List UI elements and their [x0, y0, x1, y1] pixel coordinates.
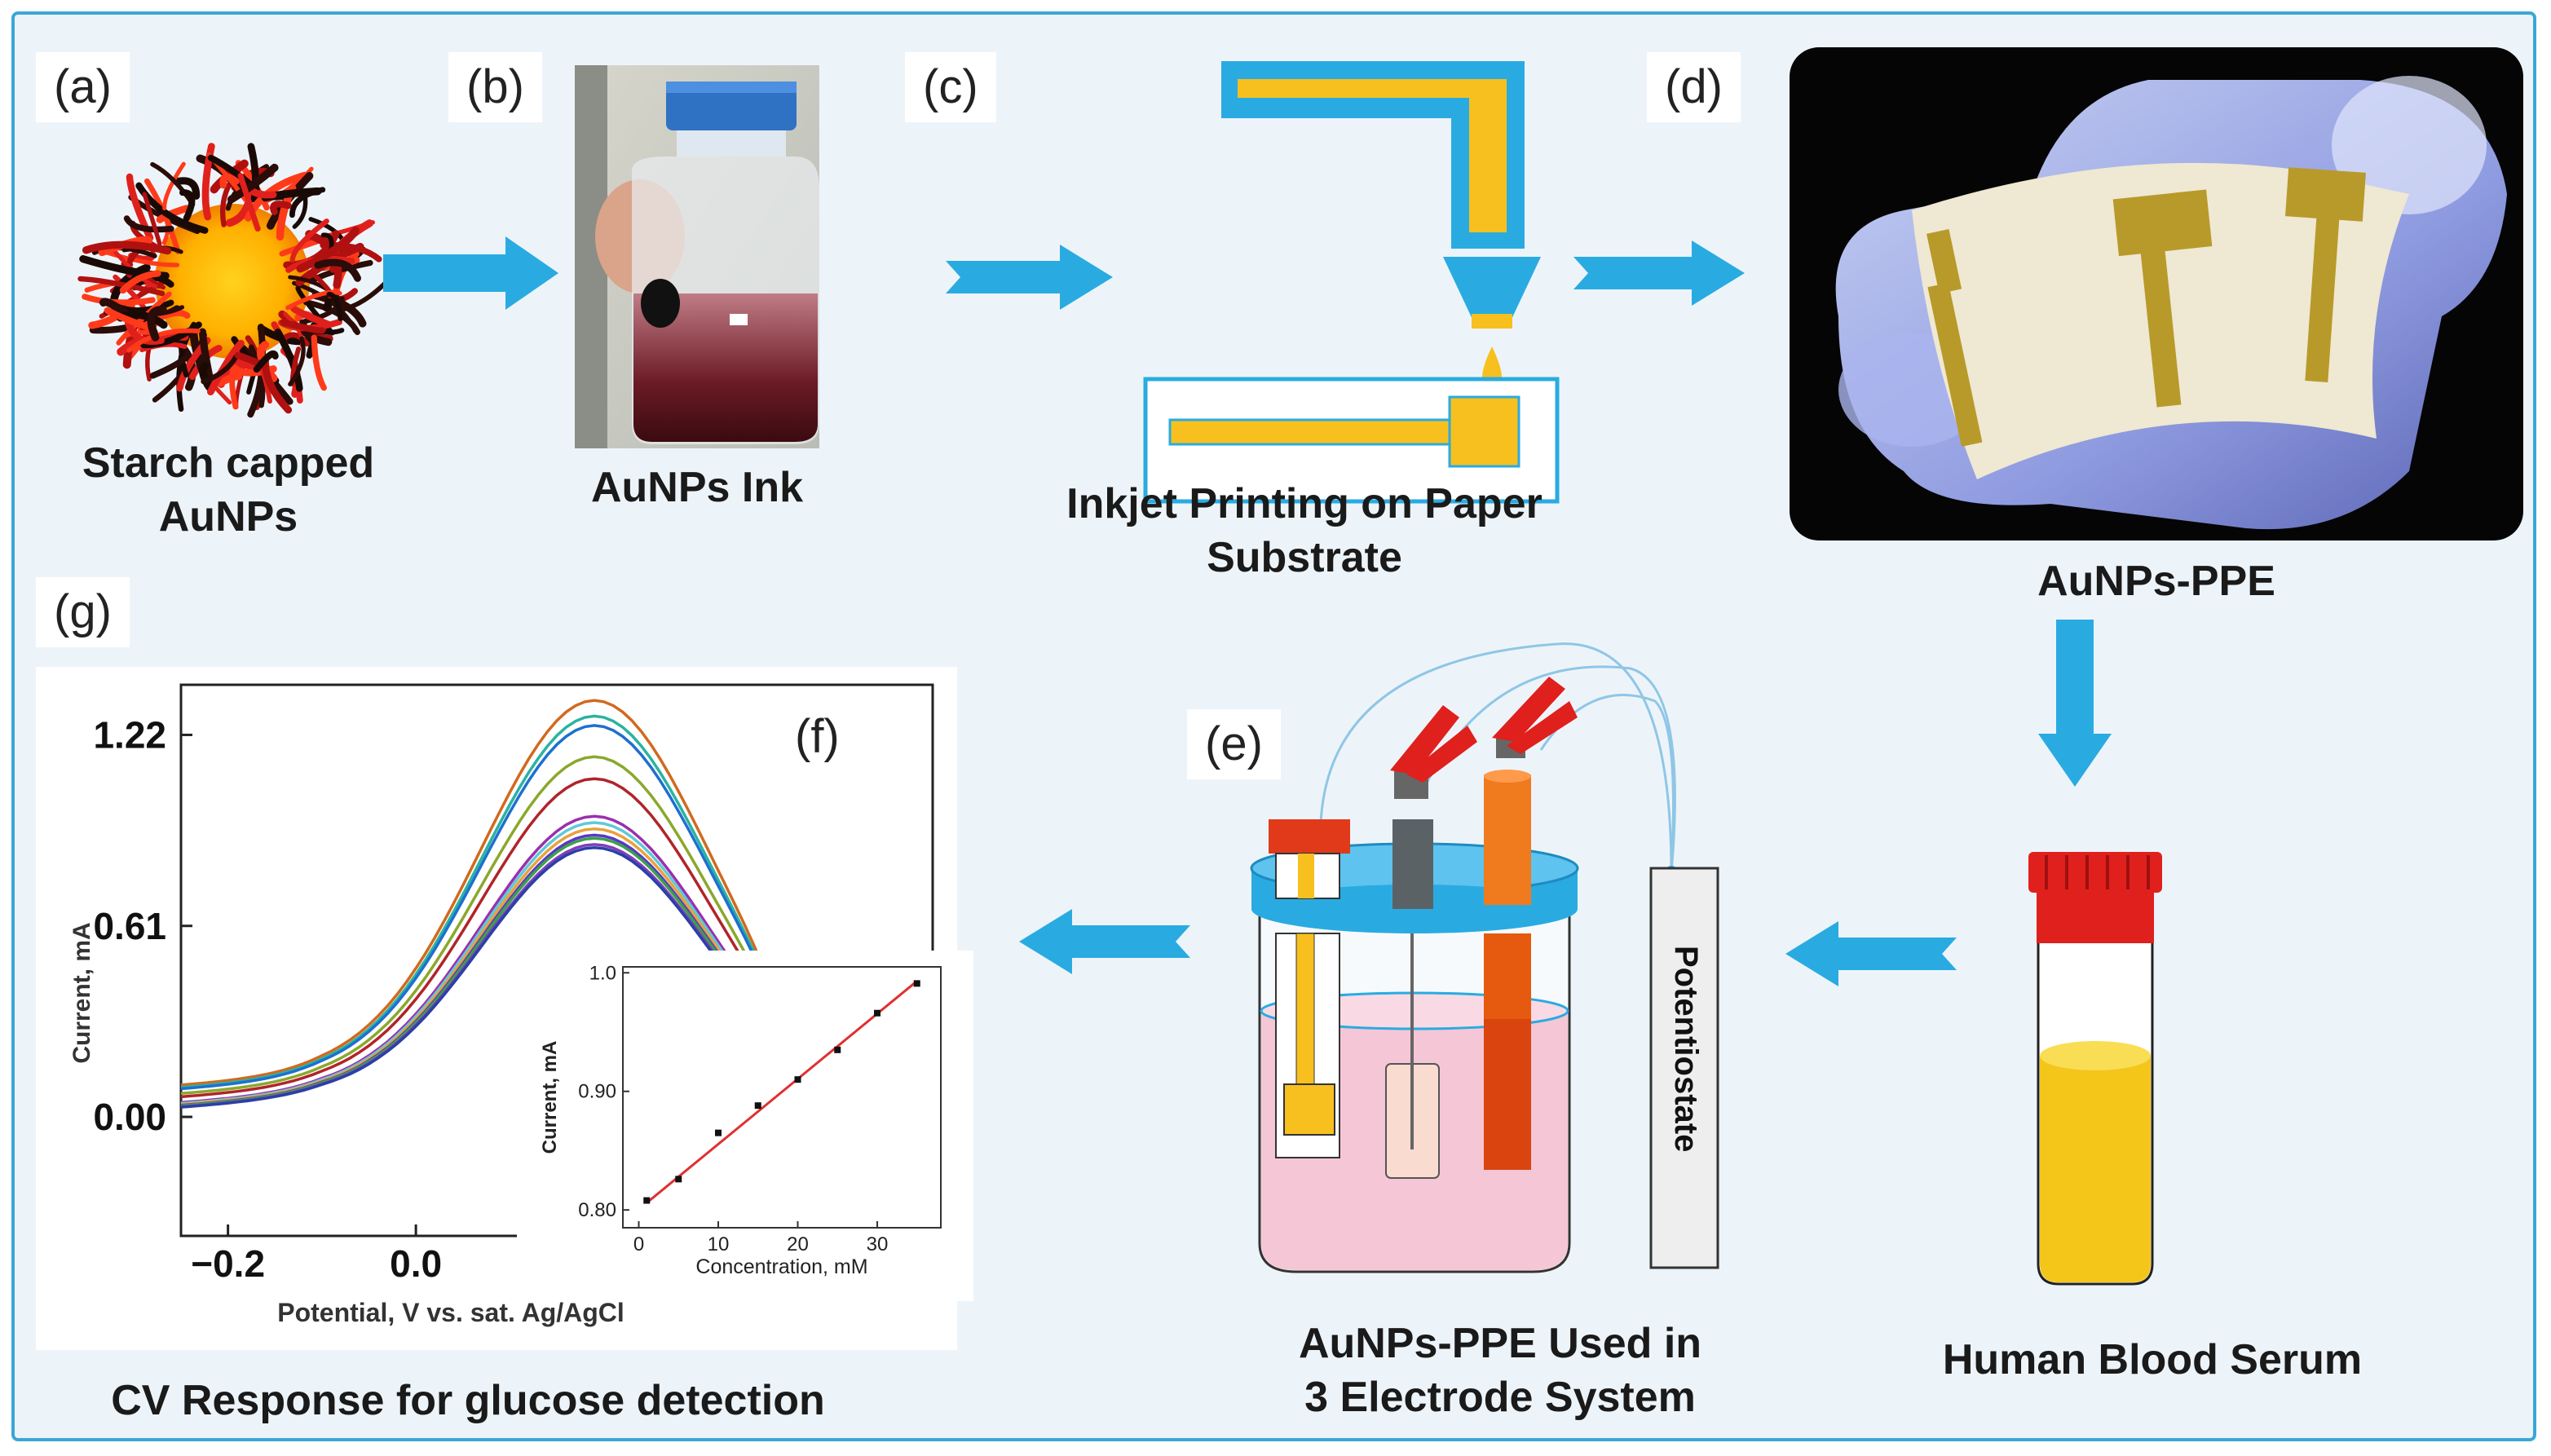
caption-aunps-ink: AuNPs Ink [590, 464, 804, 511]
panel-label-g: (g) [36, 577, 130, 647]
inset-y-tick-label: 0.90 [578, 1081, 616, 1103]
inset-plot-area [622, 966, 942, 1229]
inset-x-axis-label: Concentration, mM [695, 1255, 867, 1278]
starch-strand [198, 362, 214, 391]
starch-strand [262, 356, 293, 414]
panel-label-f: (f) [795, 710, 840, 763]
caption-inkjet-printing: Inkjet Printing on Paper Substrate [1003, 477, 1606, 585]
cv-y-tick-label: 0.00 [93, 1096, 166, 1138]
starch-strand [280, 319, 326, 334]
inset-y-tick-label: 1.0 [589, 962, 616, 984]
starch-strand [149, 351, 192, 379]
starch-strand [113, 274, 147, 310]
arrow-b-to-c [946, 245, 1113, 310]
starch-strand [206, 339, 245, 396]
panel-label-a: (a) [36, 52, 130, 122]
starch-strand [219, 173, 240, 189]
starch-strand [77, 276, 166, 297]
starch-strand [174, 177, 201, 200]
caption-three-electrode: AuNPs-PPE Used in 3 Electrode System [1215, 1317, 1785, 1424]
starch-strand [201, 354, 239, 385]
serum-vial [2028, 852, 2162, 1286]
inset-data-point [874, 1009, 880, 1017]
starch-strand [253, 350, 279, 373]
caption-a-line1: Starch capped [82, 439, 375, 487]
arrow-c-to-d [1573, 240, 1745, 306]
inset-y-tick-label: 0.80 [578, 1199, 616, 1221]
nanoparticle-illustration [77, 143, 388, 418]
starch-strand [285, 289, 342, 311]
caption-e-line1: AuNPs-PPE Used in [1298, 1320, 1702, 1367]
starch-strand [329, 263, 342, 289]
starch-strand [179, 189, 196, 222]
inset-data-point [913, 980, 920, 987]
starch-strand [311, 334, 327, 391]
inset-x-tick-label: 10 [708, 1233, 730, 1255]
caption-e-line2: 3 Electrode System [1304, 1374, 1696, 1421]
inset-data-point [754, 1102, 761, 1110]
arrow-serum-to-e [1785, 921, 1957, 986]
panel-label-b: (b) [448, 52, 542, 122]
starch-strand [147, 306, 167, 342]
panel-label-e: (e) [1187, 709, 1281, 779]
starch-strand [248, 344, 266, 408]
starch-strand [119, 270, 161, 294]
starch-strand [292, 280, 358, 333]
starch-strand [82, 293, 156, 306]
starch-strand [82, 240, 172, 255]
starch-strand [237, 173, 261, 232]
starch-strand [123, 215, 174, 233]
starch-strand [296, 226, 360, 273]
panel-label-c: (c) [905, 52, 996, 122]
cv-chart: 0.000.611.22−0.20.00.20.4Potential, V vs… [68, 683, 973, 1327]
inset-x-tick-label: 30 [867, 1233, 889, 1255]
starch-strand [326, 291, 343, 322]
caption-c-line1: Inkjet Printing on Paper [1066, 480, 1543, 527]
starch-strand [126, 328, 201, 353]
starch-strand [227, 163, 279, 204]
cv-x-axis-label: Potential, V vs. sat. Ag/AgCl [277, 1298, 625, 1327]
caption-human-blood-serum: Human Blood Serum [1942, 1336, 2363, 1383]
starch-strand [140, 321, 202, 349]
starch-strand [314, 258, 361, 282]
inset-data-point [794, 1076, 801, 1083]
caption-a-line2: AuNPs [158, 493, 298, 540]
inset-data-point [834, 1046, 841, 1053]
starch-strand [270, 201, 292, 215]
caption-cv-response: CV Response for glucose detection [111, 1377, 825, 1424]
aunps-ppe-photo [1790, 47, 2523, 540]
starch-strand [104, 307, 155, 332]
cv-y-tick-label: 1.22 [93, 713, 166, 756]
starch-strand [289, 304, 332, 329]
arrow-e-to-f [1019, 909, 1190, 974]
starch-strand [289, 218, 329, 263]
cv-x-tick-label: 0.0 [390, 1242, 442, 1285]
panel-label-d: (d) [1647, 52, 1741, 122]
starch-strand [288, 336, 306, 386]
caption-starch-capped: Starch capped AuNPs [33, 436, 424, 544]
inset-x-tick-label: 20 [787, 1233, 809, 1255]
cv-y-axis-label: Current, mA [68, 922, 95, 1063]
inset-data-point [643, 1197, 651, 1204]
starch-strand [142, 192, 162, 246]
starch-strand [162, 161, 186, 211]
inset-x-tick-label: 0 [633, 1233, 644, 1255]
inset-data-point [675, 1176, 682, 1183]
inset-fit-line [646, 980, 918, 1204]
arrow-a-to-b [383, 236, 558, 310]
cv-x-tick-label: −0.2 [191, 1242, 265, 1285]
cv-y-tick-label: 0.61 [93, 905, 166, 947]
inset-data-point [715, 1129, 722, 1136]
three-electrode-cell [1250, 642, 1719, 1273]
caption-c-line2: Substrate [1207, 534, 1402, 581]
inset-y-axis-label: Current, mA [539, 1041, 561, 1154]
potentiostat-label: Potentiostate [1668, 946, 1704, 1153]
inkjet-printer-schematic [1143, 61, 1560, 504]
ink-bottle-photo [575, 65, 819, 448]
arrow-d-to-serum [2038, 620, 2112, 787]
caption-aunps-ppe: AuNPs-PPE [2037, 558, 2275, 605]
